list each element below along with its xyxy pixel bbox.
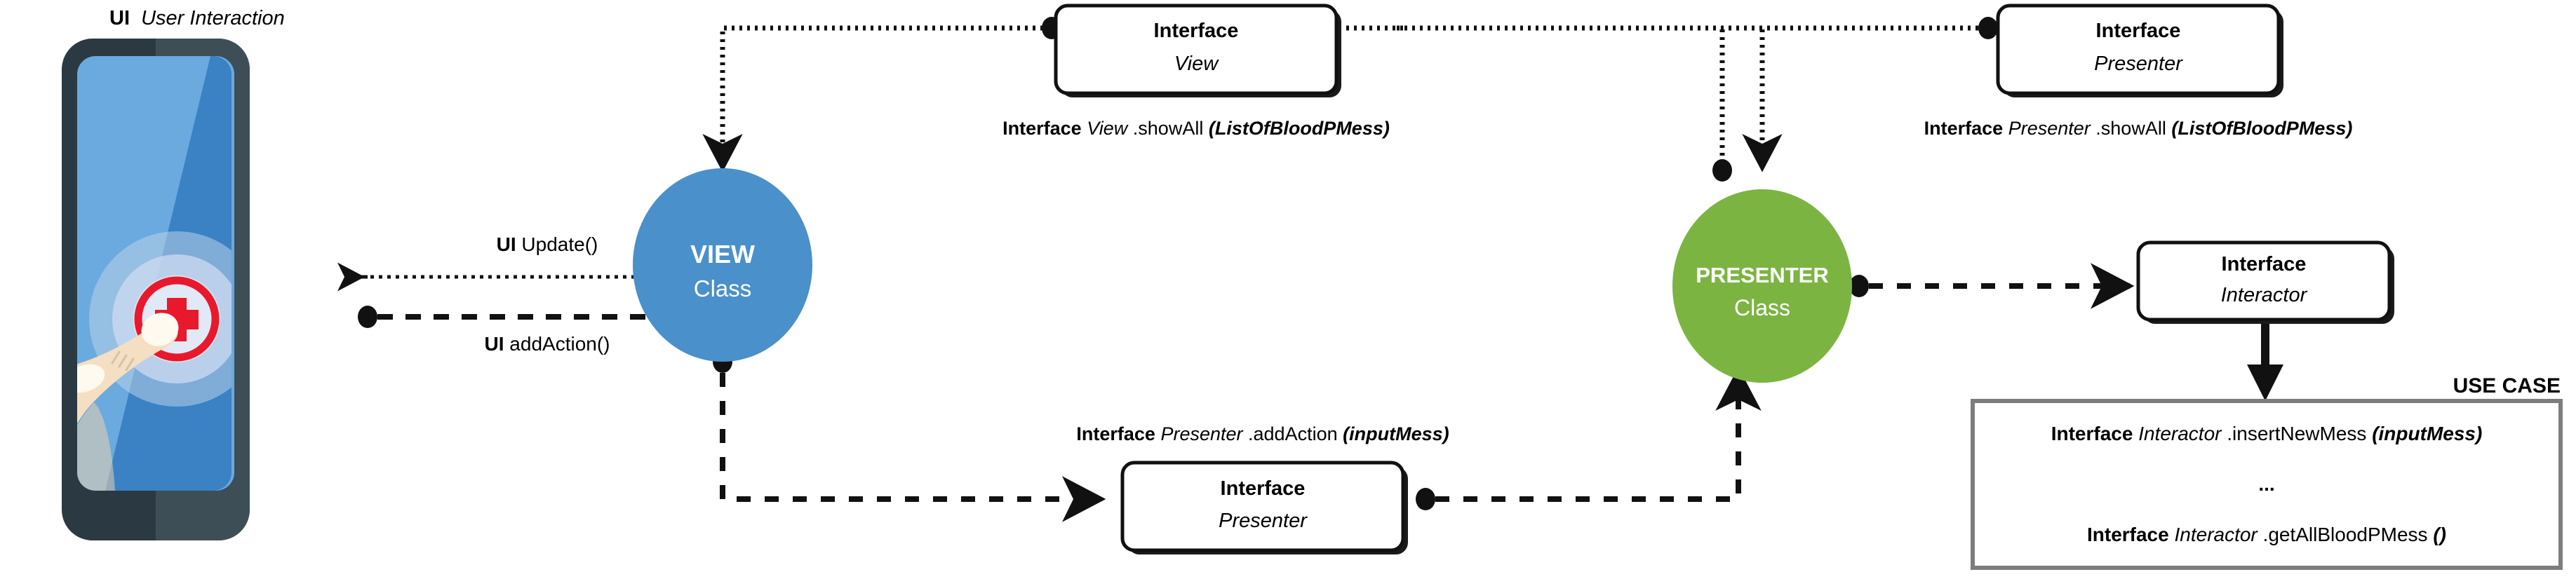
edge-presenter-to-interactor: [1849, 263, 2135, 309]
edge-endpoint-dot: [1416, 488, 1435, 510]
presenter-circle-shape: [1672, 189, 1852, 383]
iv-showall-bold: Interface: [1002, 118, 1082, 139]
page-title-bold: UI: [109, 7, 130, 29]
use-case-line-3: Interface Interactor .getAllBloodPMess (…: [2087, 524, 2446, 545]
interface-presenter-bottom-title: Interface: [1221, 477, 1306, 500]
interface-presenter-top-subtitle: Presenter: [2094, 53, 2183, 75]
interface-presenter-top-title: Interface: [2096, 20, 2181, 42]
ip-add-plain: .addAction: [1248, 423, 1338, 444]
iv-showall-italic: View: [1087, 118, 1129, 139]
uc3-plain: .getAllBloodPMess: [2263, 524, 2428, 545]
interface-view-title: Interface: [1154, 20, 1239, 42]
edge-label-interfaceview-showall: Interface View .showAll (ListOfBloodPMes…: [1002, 118, 1390, 139]
edge-endpoint-dot: [1712, 159, 1732, 182]
ip-showall-bold: Interface: [1924, 118, 2004, 139]
edge-endpoint-dot: [358, 306, 377, 328]
uc3-bolditalic: (): [2433, 524, 2446, 545]
use-case-box[interactable]: Interface Interactor .insertNewMess (inp…: [1971, 399, 2563, 570]
ui-update-bold: UI: [497, 233, 516, 255]
edge-interactor-to-usecase: [2247, 317, 2283, 401]
uc1-italic: Interactor: [2138, 423, 2222, 444]
view-circle-shape: [633, 168, 812, 362]
ip-add-bolditalic: (inputMess): [1343, 423, 1449, 444]
interface-view-subtitle: View: [1174, 53, 1219, 75]
view-circle-subtitle: Class: [694, 275, 752, 301]
view-circle-title: VIEW: [690, 240, 755, 268]
uc3-bold: Interface: [2087, 524, 2169, 545]
presenter-circle-subtitle: Class: [1734, 295, 1790, 320]
interface-interactor-title: Interface: [2222, 253, 2307, 275]
edge-endpoint-dot: [1978, 17, 1998, 39]
edge-presenter-vertical-branch: [1712, 29, 1783, 182]
page-title: UI User Interaction: [109, 7, 285, 29]
interface-presenter-box-bottom[interactable]: Interface Presenter: [1120, 461, 1408, 554]
use-case-line-1: Interface Interactor .insertNewMess (inp…: [2051, 423, 2483, 444]
presenter-class-node[interactable]: PRESENTER Class: [1672, 189, 1852, 383]
edge-label-interfacepresenter-showall: Interface Presenter .showAll (ListOfBloo…: [1924, 118, 2353, 139]
interface-interactor-subtitle: Interactor: [2221, 284, 2308, 306]
pointing-hand-icon: [77, 313, 179, 491]
edge-label-interfacepresenter-addaction: Interface Presenter .addAction (inputMes…: [1076, 423, 1449, 444]
interface-presenter-bottom-subtitle: Presenter: [1219, 510, 1308, 532]
use-case-label: USE CASE: [2453, 374, 2561, 397]
iv-showall-plain: .showAll: [1133, 118, 1204, 139]
iv-showall-bolditalic: (ListOfBloodPMess): [1209, 118, 1390, 139]
edge-endpoint-dot: [1849, 275, 1869, 297]
uc1-bold: Interface: [2051, 423, 2133, 444]
ip-add-bold: Interface: [1076, 423, 1155, 444]
ip-showall-bolditalic: (ListOfBloodPMess): [2171, 118, 2352, 139]
ip-add-italic: Presenter: [1160, 423, 1243, 444]
ip-showall-italic: Presenter: [2008, 118, 2091, 139]
page-title-italic: User Interaction: [141, 7, 285, 29]
interface-presenter-box-top[interactable]: Interface Presenter: [1996, 4, 2283, 97]
medical-cross-button: [134, 276, 220, 362]
edge-label-ui-add-action: UI addAction(): [485, 333, 610, 355]
ui-add-action-bold: UI: [485, 333, 504, 355]
use-case-ellipsis: ...: [2258, 473, 2274, 495]
uc1-plain: .insertNewMess: [2227, 423, 2366, 444]
presenter-circle-title: PRESENTER: [1696, 263, 1828, 287]
edge-label-ui-update: UI Update(): [497, 233, 598, 255]
edge-interfacepresenter-to-interfaceview: [1188, 8, 1998, 48]
phone-body: [62, 39, 250, 540]
view-class-node[interactable]: VIEW Class: [633, 168, 812, 362]
interface-view-box[interactable]: Interface View: [1054, 4, 1341, 97]
uc3-italic: Interactor: [2174, 524, 2258, 545]
ip-showall-plain: .showAll: [2095, 118, 2166, 139]
edge-interfacepresenter-to-presenter: [1416, 367, 1762, 510]
ui-add-action-plain: addAction(): [509, 333, 610, 355]
interface-interactor-box[interactable]: Interface Interactor: [2136, 240, 2394, 324]
uc1-bolditalic: (inputMess): [2372, 423, 2482, 444]
ui-update-plain: Update(): [521, 233, 598, 255]
